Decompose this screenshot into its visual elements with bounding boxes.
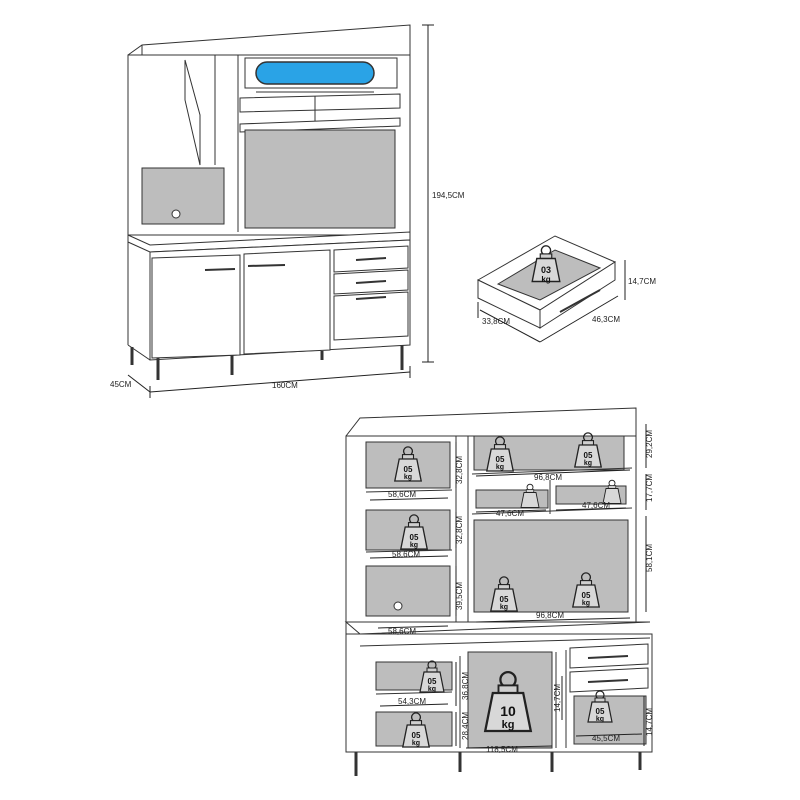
cabinet-overview xyxy=(127,24,434,398)
drawer-width-label: 46,3CM xyxy=(592,315,620,324)
label-top-right-width: 96,8CM xyxy=(534,473,562,482)
svg-text:05: 05 xyxy=(584,451,593,460)
svg-text:kg: kg xyxy=(428,686,436,693)
label-low-right-width: 96,8CM xyxy=(536,611,564,620)
svg-text:05: 05 xyxy=(428,677,437,686)
drawer-diagram xyxy=(476,235,626,343)
svg-text:kg: kg xyxy=(412,740,420,747)
label-big-right-height: 58,1CM xyxy=(645,544,654,572)
svg-text:kg: kg xyxy=(584,460,592,467)
svg-text:05: 05 xyxy=(596,707,605,716)
label-drawer-height: 14,7CM xyxy=(645,708,654,736)
label-mid-small-left: 47,6CM xyxy=(496,509,524,518)
label-base-bottom-width: 118,5CM xyxy=(486,745,518,754)
svg-text:05: 05 xyxy=(410,533,419,542)
svg-text:05: 05 xyxy=(496,455,505,464)
svg-text:05: 05 xyxy=(582,591,591,600)
drawer-weight-number: 03 xyxy=(541,265,551,275)
svg-text:05: 05 xyxy=(412,731,421,740)
label-base-height-1: 36,8CM xyxy=(461,672,470,700)
label-base-height-2: 14,7CM xyxy=(553,684,562,712)
svg-text:kg: kg xyxy=(404,474,412,481)
label-low-left-width: 58,6CM xyxy=(388,627,416,636)
label-base-shelf-width: 54,3CM xyxy=(398,697,426,706)
width-label: 160CM xyxy=(272,381,298,390)
drawer-depth-label: 33,8CM xyxy=(482,317,510,326)
label-low-left-height: 39,5CM xyxy=(455,582,464,610)
svg-text:kg: kg xyxy=(500,604,508,611)
label-mid-left-width: 58,6CM xyxy=(392,550,420,559)
label-top-left-width: 58,6CM xyxy=(388,490,416,499)
svg-text:05: 05 xyxy=(500,595,509,604)
capacity-dimension-labels: 58,6CM 32,8CM 96,8CM 29,2CM 47,6CM 47,6C… xyxy=(388,430,654,754)
svg-text:10: 10 xyxy=(500,703,516,719)
drawer-weight-unit: kg xyxy=(541,275,550,284)
label-top-left-height: 32,8CM xyxy=(455,456,464,484)
label-mid-left-height: 32,8CM xyxy=(455,516,464,544)
depth-label: 45CM xyxy=(110,380,132,389)
svg-text:kg: kg xyxy=(410,542,418,549)
accent-handle xyxy=(255,61,375,85)
height-label: 194,5CM xyxy=(432,191,465,200)
weight-texts: 05 kg 05 kg 05 kg 05 kg 05 kg 05 kg 05 k… xyxy=(404,451,605,747)
label-base-low-height: 28,4CM xyxy=(461,712,470,740)
label-top-right-height: 29,2CM xyxy=(645,430,654,458)
svg-text:05: 05 xyxy=(404,465,413,474)
svg-text:kg: kg xyxy=(502,719,515,731)
svg-text:kg: kg xyxy=(582,600,590,607)
drawer-height-label: 14,7CM xyxy=(628,277,656,286)
svg-text:kg: kg xyxy=(596,716,604,723)
label-mid-small-right: 47,6CM xyxy=(582,501,610,510)
label-mid-small-height: 17,7CM xyxy=(645,474,654,502)
svg-text:kg: kg xyxy=(496,464,504,471)
label-drawer-bottom-width: 45,5CM xyxy=(592,734,620,743)
